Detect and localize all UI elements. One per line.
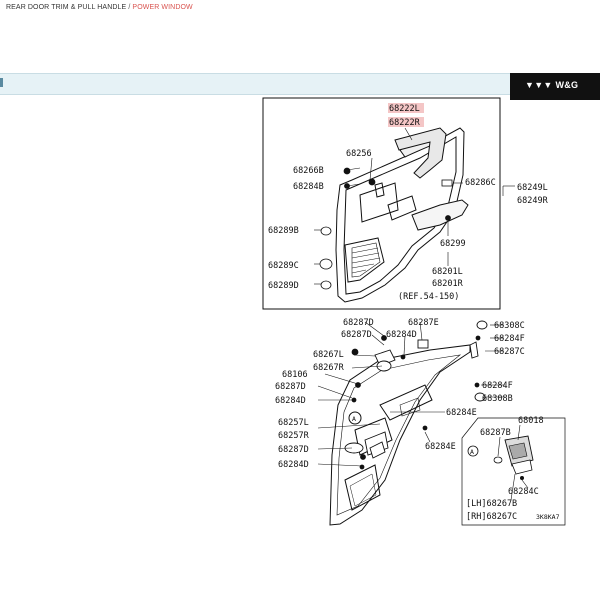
part-label-68018[interactable]: 68018 <box>518 416 544 426</box>
clip-icon <box>319 258 333 270</box>
top-frame <box>262 97 501 310</box>
part-label-68267R[interactable]: 68267R <box>313 363 345 373</box>
part-label-68289B[interactable]: 68289B <box>268 226 299 236</box>
clip-icon <box>360 454 366 460</box>
brand-name: W&G <box>555 80 579 90</box>
part-label-68287C[interactable]: 68287C <box>494 347 525 357</box>
breadcrumb-bar <box>0 73 510 95</box>
part-label-68287D-2[interactable]: 68287D <box>341 330 372 340</box>
part-label-68284F-2[interactable]: 68284F <box>482 381 513 391</box>
screw-icon <box>474 382 480 388</box>
clip-icon <box>320 280 332 290</box>
part-label-68308C[interactable]: 68308C <box>494 321 525 331</box>
detail-box-a <box>461 417 566 526</box>
callout-label-a1: A <box>352 415 356 423</box>
callout-label-a2: A <box>470 448 474 456</box>
breadcrumb-link-main[interactable]: REAR DOOR TRIM & PULL HANDLE <box>6 4 127 11</box>
part-label-68284E-2[interactable]: 68284E <box>425 442 456 452</box>
logo-mark-icon: ▼▼▼ <box>525 80 553 90</box>
screw-icon <box>359 464 365 470</box>
part-label-rh-68267C[interactable]: [RH]68267C <box>466 512 517 522</box>
part-label-68289C[interactable]: 68289C <box>268 261 299 271</box>
screw-icon <box>400 354 406 360</box>
part-label-68284D-3[interactable]: 68284D <box>278 460 309 470</box>
part-label-68284E-1[interactable]: 68284E <box>446 408 477 418</box>
part-label-68267L[interactable]: 68267L <box>313 350 344 360</box>
part-label-68257L[interactable]: 68257L <box>278 418 309 428</box>
brand-logo: ▼▼▼ W&G <box>525 80 578 90</box>
part-label-68287B[interactable]: 68287B <box>480 428 511 438</box>
screw-icon <box>445 215 451 221</box>
screw-icon <box>422 425 428 431</box>
clip-icon <box>320 226 332 236</box>
part-label-68201L[interactable]: 68201L <box>432 267 463 277</box>
part-label-68284D-2[interactable]: 68284D <box>275 396 306 406</box>
part-label-68287D-1[interactable]: 68287D <box>343 318 374 328</box>
part-label-lh-68267B[interactable]: [LH]68267B <box>466 499 517 509</box>
part-label-68266B[interactable]: 68266B <box>293 166 324 176</box>
part-label-68308B[interactable]: 68308B <box>482 394 513 404</box>
part-label-68284F-1[interactable]: 68284F <box>494 334 525 344</box>
part-label-68256[interactable]: 68256 <box>346 149 372 159</box>
highlight-68222R <box>388 117 424 127</box>
pull-handle <box>394 127 447 179</box>
breadcrumb-marker <box>0 78 3 87</box>
part-label-68284B[interactable]: 68284B <box>293 182 324 192</box>
part-label-68222L[interactable]: 68222L <box>389 104 420 114</box>
clip-icon <box>441 179 453 187</box>
callout-circle <box>348 411 362 425</box>
bottom-fasteners <box>351 335 481 470</box>
clip-icon <box>351 348 359 356</box>
part-label-68287D-3[interactable]: 68287D <box>275 382 306 392</box>
brand-banner <box>510 73 600 100</box>
part-label-68284C[interactable]: 68284C <box>508 487 539 497</box>
bottom-leader-lines <box>317 321 505 467</box>
part-label-68284D-1[interactable]: 68284D <box>386 330 417 340</box>
diagram-code: 3K8KA7 <box>536 513 560 521</box>
part-label-68299[interactable]: 68299 <box>440 239 466 249</box>
part-label-68249L[interactable]: 68249L <box>517 183 548 193</box>
breadcrumb-separator: / <box>126 4 133 11</box>
door-inner-panel <box>329 344 471 526</box>
part-label-68257R[interactable]: 68257R <box>278 431 310 441</box>
part-label-68286C[interactable]: 68286C <box>465 178 496 188</box>
screw-icon <box>344 183 350 189</box>
screw-icon <box>475 335 481 341</box>
clip-icon <box>368 178 376 186</box>
part-label-68106[interactable]: 68106 <box>282 370 308 380</box>
part-label-68249R[interactable]: 68249R <box>517 196 549 206</box>
screw-icon <box>381 335 387 341</box>
clip-icon <box>343 167 351 175</box>
breadcrumb-current: POWER WINDOW <box>132 4 193 11</box>
breadcrumb: REAR DOOR TRIM & PULL HANDLE / POWER WIN… <box>6 4 193 11</box>
bottom-components <box>344 320 488 459</box>
part-label-68222R[interactable]: 68222R <box>389 118 421 128</box>
part-label-68201R[interactable]: 68201R <box>432 279 464 289</box>
part-label-68289D[interactable]: 68289D <box>268 281 299 291</box>
part-label-68287D-4[interactable]: 68287D <box>278 445 309 455</box>
top-fasteners <box>319 167 453 290</box>
reference-label[interactable]: (REF.54-150) <box>398 292 459 302</box>
highlight-68222L <box>388 103 424 113</box>
part-label-68287E[interactable]: 68287E <box>408 318 439 328</box>
